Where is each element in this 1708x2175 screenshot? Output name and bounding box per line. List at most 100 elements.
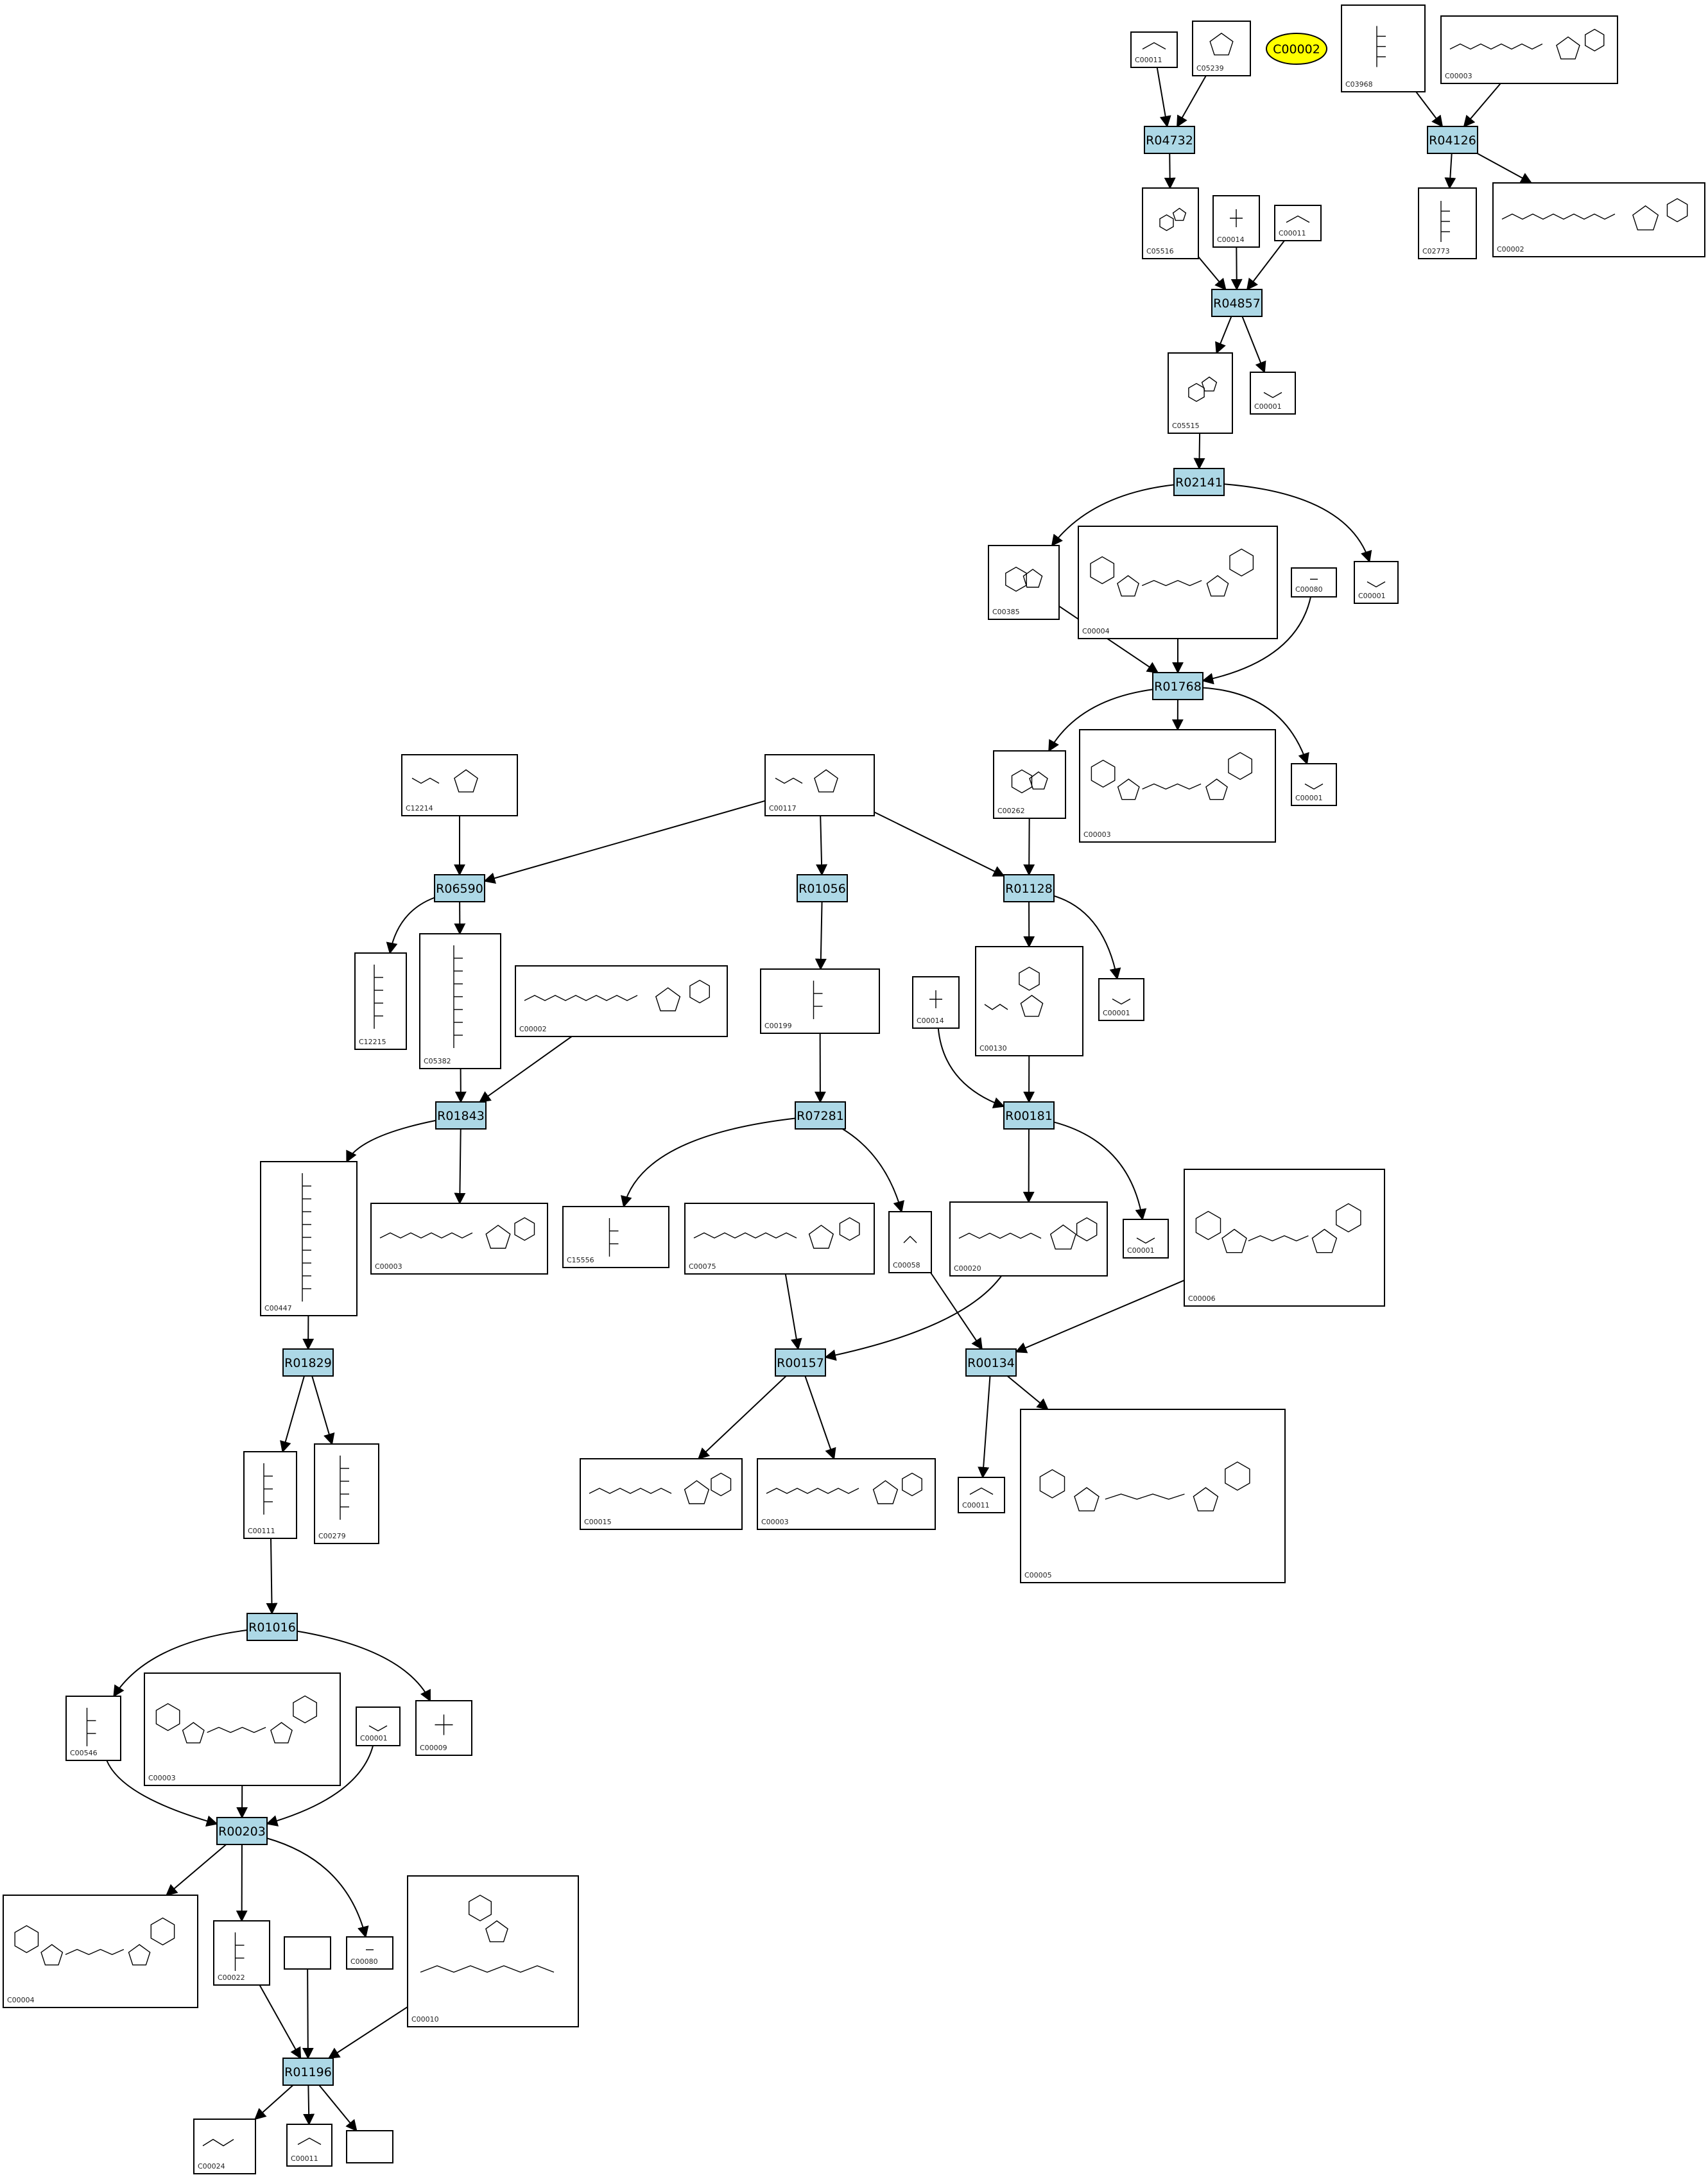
structure-adp: [766, 1472, 922, 1504]
compound-node-c00002[interactable]: C00002: [1492, 182, 1705, 257]
reaction-node-r01056[interactable]: R01056: [797, 874, 848, 902]
compound-node-blank[interactable]: [284, 1936, 331, 1970]
structure-imidazole: [1209, 32, 1234, 56]
compound-id-label: C00001: [1358, 592, 1386, 600]
compound-node-c00002[interactable]: C00002: [515, 965, 728, 1037]
compound-node-c05239[interactable]: C05239: [1192, 21, 1251, 76]
compound-node-c02773[interactable]: C02773: [1418, 187, 1477, 259]
reaction-node-r06590[interactable]: R06590: [434, 874, 485, 902]
edge-arrow: [254, 2085, 294, 2120]
reaction-node-r00134[interactable]: R00134: [965, 1348, 1017, 1377]
compound-node-c05382[interactable]: C05382: [419, 933, 501, 1069]
structure-water: [1136, 1237, 1155, 1244]
compound-node-c00010[interactable]: C00010: [407, 1875, 579, 2027]
compound-node-c00005[interactable]: C00005: [1020, 1409, 1286, 1583]
reaction-node-r01196[interactable]: R01196: [282, 2058, 334, 2086]
reaction-node-r07281[interactable]: R07281: [795, 1101, 846, 1130]
compound-node-c00080[interactable]: C00080: [1291, 567, 1337, 597]
compound-id-label: C00024: [198, 2162, 225, 2171]
compound-id-label: C00011: [291, 2154, 318, 2163]
reaction-node-r02141[interactable]: R02141: [1173, 468, 1225, 496]
compound-node-c00080[interactable]: C00080: [346, 1936, 393, 1970]
compound-node-c00447[interactable]: C00447: [260, 1161, 358, 1316]
reaction-box: [775, 1348, 826, 1377]
reaction-node-r00157[interactable]: R00157: [775, 1348, 826, 1377]
compound-node-c00011[interactable]: C00011: [286, 2124, 332, 2167]
compound-box: [260, 1161, 358, 1316]
compound-node-c00001[interactable]: C00001: [1354, 561, 1399, 604]
edge-arrow: [1241, 316, 1266, 374]
compound-node-c00001[interactable]: C00001: [1250, 372, 1296, 415]
compound-id-label: C00080: [350, 1957, 378, 1966]
compound-node-c00075[interactable]: C00075: [684, 1203, 875, 1275]
compound-node-c00003[interactable]: C00003: [1440, 15, 1618, 84]
compound-node-c00024[interactable]: C00024: [193, 2119, 256, 2174]
compound-node-c00130[interactable]: C00130: [975, 946, 1083, 1056]
reaction-node-r00203[interactable]: R00203: [216, 1817, 268, 1845]
compound-box: [515, 965, 728, 1037]
compound-node-c00011[interactable]: C00011: [958, 1477, 1005, 1513]
compound-node-c00003[interactable]: C00003: [370, 1203, 548, 1275]
reaction-node-r04857[interactable]: R04857: [1211, 289, 1263, 317]
compound-node-blank[interactable]: [346, 2130, 393, 2163]
compound-id-label: C05382: [424, 1057, 451, 1065]
compound-node-c00003[interactable]: C00003: [757, 1458, 936, 1530]
compound-node-c00058[interactable]: C00058: [888, 1211, 932, 1273]
compound-node-c15556[interactable]: C15556: [562, 1206, 669, 1268]
compound-node-c00001[interactable]: C00001: [1098, 978, 1144, 1021]
compound-box: [1291, 567, 1337, 597]
compound-node-c05515[interactable]: C05515: [1168, 352, 1233, 434]
reaction-node-r01843[interactable]: R01843: [435, 1101, 487, 1130]
compound-id-label: C00004: [7, 1996, 35, 2004]
reaction-label: R00134: [967, 1356, 1015, 1370]
reaction-node-r01829[interactable]: R01829: [282, 1348, 334, 1377]
reaction-node-r04732[interactable]: R04732: [1144, 126, 1195, 154]
reaction-label: R02141: [1175, 476, 1223, 490]
reaction-node-r01128[interactable]: R01128: [1003, 874, 1055, 902]
edge-arrow: [1215, 316, 1232, 354]
compound-node-c00014[interactable]: C00014: [912, 976, 960, 1029]
compound-node-c00006[interactable]: C00006: [1184, 1169, 1385, 1307]
compound-node-c00011[interactable]: C00011: [1274, 205, 1322, 241]
compound-node-c00546[interactable]: C00546: [65, 1696, 121, 1761]
reaction-node-r04126[interactable]: R04126: [1427, 126, 1478, 154]
reaction-label: R01016: [248, 1621, 296, 1635]
highlight-compound-node[interactable]: C00002: [1266, 33, 1327, 65]
compound-node-c00001[interactable]: C00001: [356, 1706, 401, 1746]
compound-node-c12215[interactable]: C12215: [354, 952, 407, 1050]
reaction-node-r00181[interactable]: R00181: [1003, 1101, 1055, 1130]
compound-box: [193, 2119, 256, 2174]
structure-glycerol-p: [1376, 26, 1386, 67]
reaction-label: R01196: [284, 2065, 332, 2079]
reaction-node-r01016[interactable]: R01016: [246, 1613, 298, 1641]
compound-node-c00022[interactable]: C00022: [213, 1920, 270, 1986]
compound-node-c05516[interactable]: C05516: [1142, 187, 1199, 259]
compound-node-c00011[interactable]: C00011: [1130, 31, 1178, 68]
compound-node-c00279[interactable]: C00279: [314, 1443, 379, 1544]
compound-node-c00003[interactable]: C00003: [1079, 729, 1276, 843]
compound-node-c00262[interactable]: C00262: [993, 750, 1066, 819]
compound-node-c00014[interactable]: C00014: [1212, 195, 1260, 248]
compound-node-c00001[interactable]: C00001: [1291, 763, 1337, 806]
compound-node-c03968[interactable]: C03968: [1341, 4, 1426, 92]
compound-node-c00111[interactable]: C00111: [243, 1451, 297, 1539]
compound-node-c00001[interactable]: C00001: [1123, 1219, 1169, 1259]
structure-formate: [903, 1235, 917, 1243]
compound-node-c00004[interactable]: C00004: [1078, 526, 1278, 639]
compound-box: [1418, 187, 1477, 259]
compound-node-c00015[interactable]: C00015: [580, 1458, 743, 1530]
edge-arrow: [346, 1119, 436, 1163]
compound-node-c00009[interactable]: C00009: [415, 1700, 472, 1756]
compound-box: [1184, 1169, 1385, 1307]
compound-box: [1192, 21, 1251, 76]
reaction-node-r01768[interactable]: R01768: [1152, 672, 1203, 700]
compound-node-c12214[interactable]: C12214: [401, 754, 518, 816]
reaction-box: [282, 1348, 334, 1377]
compound-node-c00004[interactable]: C00004: [3, 1895, 198, 2008]
compound-id-label: C00058: [893, 1261, 920, 1269]
compound-node-c00003[interactable]: C00003: [144, 1672, 341, 1786]
compound-node-c00020[interactable]: C00020: [949, 1201, 1108, 1277]
compound-node-c00385[interactable]: C00385: [988, 545, 1060, 620]
compound-node-c00117[interactable]: C00117: [764, 754, 875, 816]
compound-node-c00199[interactable]: C00199: [760, 968, 880, 1034]
